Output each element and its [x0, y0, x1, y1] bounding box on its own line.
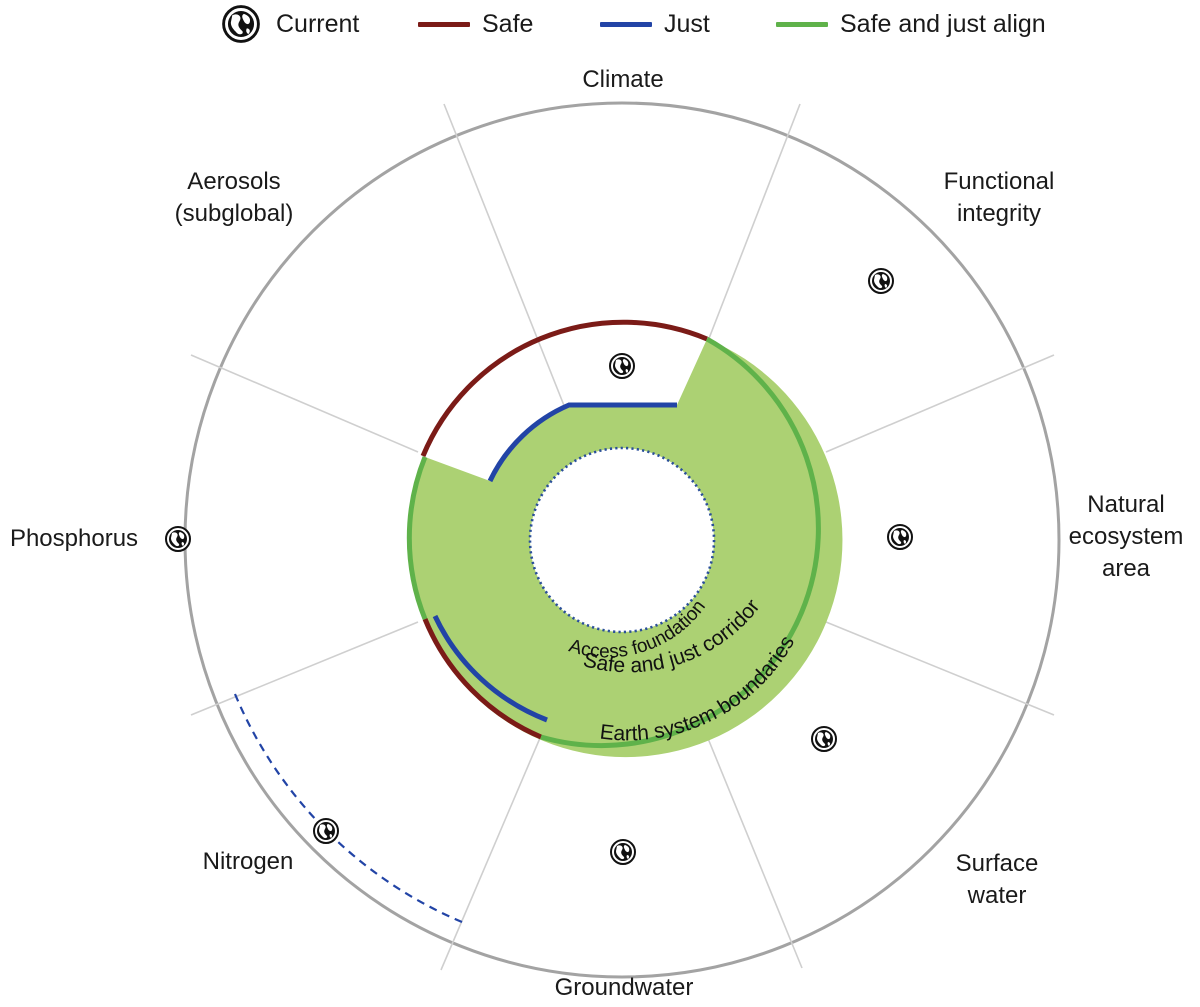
safe-and-just-align-line	[540, 336, 821, 749]
just-boundary-line	[487, 402, 677, 483]
legend-just-label: Just	[664, 10, 710, 38]
current-marker-phosphorus	[165, 526, 191, 552]
just-boundary-line	[432, 614, 548, 723]
label-climate: Climate	[582, 66, 664, 93]
legend-just-swatch	[600, 22, 652, 27]
access-foundation-ring	[528, 446, 716, 634]
safe-boundary-line	[420, 319, 708, 457]
current-marker-surface-water	[811, 726, 837, 752]
divider-line	[825, 354, 1055, 453]
label-nitrogen: Nitrogen	[202, 848, 294, 875]
legend-safe-label: Safe	[482, 10, 534, 38]
legend: Current Safe Just Safe and just align	[0, 0, 1200, 50]
divider-line	[190, 621, 419, 716]
label-natural-ecosystem-area: Natural ecosystem area	[1068, 491, 1184, 582]
nitrogen-dashed-line	[233, 693, 463, 924]
current-marker-natural-ecosystem-area	[887, 524, 913, 550]
safe-and-just-align-line	[406, 456, 428, 620]
label-phosphorus: Phosphorus	[9, 525, 139, 552]
current-marker-groundwater	[610, 839, 636, 865]
legend-safe-swatch	[418, 22, 470, 27]
divider-line	[443, 103, 566, 409]
legend-align-label: Safe and just align	[840, 10, 1046, 38]
divider-line	[825, 621, 1055, 716]
safe-boundary-line	[422, 618, 542, 740]
label-aerosols: Aerosols (subglobal)	[174, 168, 294, 227]
current-marker-nitrogen	[313, 818, 339, 844]
label-groundwater: Groundwater	[554, 974, 694, 1001]
legend-align-swatch	[776, 22, 828, 27]
current-marker-climate	[609, 353, 635, 379]
divider-line	[440, 737, 541, 971]
label-functional-integrity: Functional integrity	[943, 168, 1055, 227]
current-marker-functional-integrity	[868, 268, 894, 294]
label-surface-water: Surface water	[955, 850, 1039, 909]
divider-line	[706, 735, 803, 969]
legend-current-label: Current	[276, 10, 360, 38]
divider-line	[190, 354, 419, 453]
